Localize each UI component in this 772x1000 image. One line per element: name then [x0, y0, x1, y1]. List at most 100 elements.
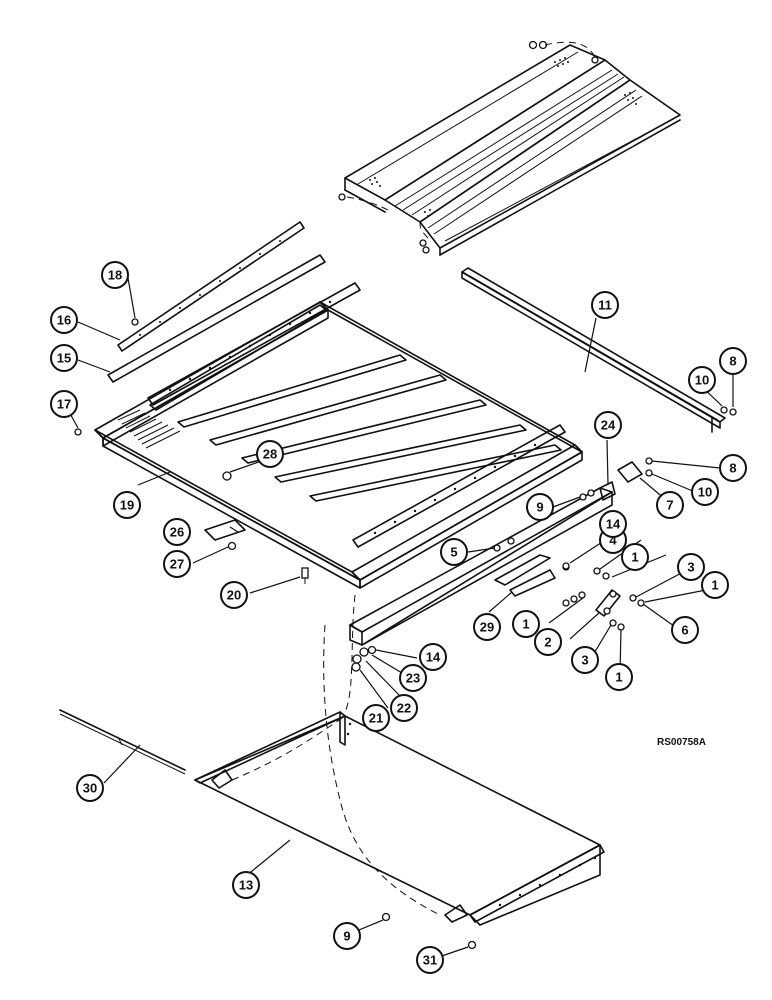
callout-label: 1: [711, 578, 718, 593]
callout-11: 11: [591, 291, 619, 319]
callout-label: 15: [57, 351, 71, 366]
callout-5: 5: [440, 538, 468, 566]
callout-label: 24: [601, 418, 616, 433]
callout-circle: [512, 610, 540, 638]
callout-circle: [220, 581, 248, 609]
callout-circle: [440, 538, 468, 566]
callout-9: 9: [333, 922, 361, 950]
callout-label: 29: [480, 620, 494, 635]
callout-label: 10: [695, 373, 709, 388]
callout-circle: [50, 390, 78, 418]
callout-label: 26: [170, 525, 184, 540]
callout-circle: [419, 643, 447, 671]
callout-circle: [473, 613, 501, 641]
callout-label: 9: [343, 929, 350, 944]
callout-label: 7: [666, 498, 673, 513]
callout-circle: [163, 518, 191, 546]
callout-14: 14: [599, 510, 627, 538]
callout-circle: [571, 646, 599, 674]
callout-29: 29: [473, 613, 501, 641]
callout-31: 31: [416, 946, 444, 974]
callout-28: 28: [256, 440, 284, 468]
callout-circle: [621, 543, 649, 571]
callout-group: 1111233456788991010111314141516171819202…: [50, 261, 747, 974]
callout-19: 19: [113, 491, 141, 519]
callout-23: 23: [399, 664, 427, 692]
callout-circle: [534, 628, 562, 656]
callout-20: 20: [220, 581, 248, 609]
callout-label: 3: [581, 653, 588, 668]
callout-circle: [688, 366, 716, 394]
callout-circle: [677, 553, 705, 581]
callout-circle: [113, 491, 141, 519]
callout-circle: [605, 663, 633, 691]
callout-label: 14: [606, 517, 621, 532]
callout-9: 9: [526, 493, 554, 521]
callout-circle: [416, 946, 444, 974]
callout-15: 15: [50, 344, 78, 372]
callout-circle: [671, 616, 699, 644]
callout-label: 22: [397, 701, 411, 716]
callout-circle: [362, 704, 390, 732]
leader-lines: [67, 277, 734, 961]
callout-label: 2: [544, 635, 551, 650]
callout-label: 28: [263, 447, 277, 462]
callout-circle: [101, 261, 129, 289]
callout-label: 20: [227, 588, 241, 603]
callout-8: 8: [719, 347, 747, 375]
angle-rail: [461, 267, 726, 433]
callout-circle: [333, 922, 361, 950]
small-hardware: [204, 519, 309, 584]
callout-circle: [656, 491, 684, 519]
callout-label: 8: [729, 461, 736, 476]
callout-label: 1: [615, 670, 622, 685]
callout-label: 5: [450, 545, 457, 560]
callout-label: 31: [423, 953, 437, 968]
callout-circle: [719, 454, 747, 482]
callout-label: 11: [598, 298, 612, 313]
callout-circle: [256, 440, 284, 468]
callout-circle: [50, 344, 78, 372]
bottom-pan: [194, 594, 605, 950]
callout-3: 3: [677, 553, 705, 581]
callout-circle: [399, 664, 427, 692]
seal-strips: [107, 221, 326, 383]
side-bracket-assembly: [349, 406, 737, 672]
callout-label: 9: [536, 500, 543, 515]
callout-label: 13: [239, 878, 253, 893]
callout-30: 30: [76, 774, 104, 802]
callout-label: 1: [631, 550, 638, 565]
callout-circle: [591, 291, 619, 319]
callout-label: 17: [57, 397, 71, 412]
rod: [59, 709, 186, 775]
callout-circle: [691, 478, 719, 506]
callout-label: 6: [681, 623, 688, 638]
callout-circle: [599, 510, 627, 538]
callout-1: 1: [621, 543, 649, 571]
callout-2: 2: [534, 628, 562, 656]
main-frame: [74, 282, 583, 589]
callout-label: 30: [83, 781, 97, 796]
callout-1: 1: [605, 663, 633, 691]
callout-6: 6: [671, 616, 699, 644]
callout-18: 18: [101, 261, 129, 289]
callout-circle: [163, 550, 191, 578]
drawing-reference: RS00758A: [657, 737, 706, 748]
callout-14: 14: [419, 643, 447, 671]
callout-label: 16: [57, 313, 71, 328]
callout-circle: [50, 306, 78, 334]
callout-circle: [390, 694, 418, 722]
callout-3: 3: [571, 646, 599, 674]
callout-label: 4: [609, 533, 617, 548]
callout-label: 14: [426, 650, 441, 665]
callout-1: 1: [701, 571, 729, 599]
callout-circle: [526, 493, 554, 521]
callout-16: 16: [50, 306, 78, 334]
callout-circle: [701, 571, 729, 599]
callout-circle: [719, 347, 747, 375]
callout-label: 27: [170, 557, 184, 572]
callout-label: 19: [120, 498, 134, 513]
callout-label: 18: [108, 268, 122, 283]
callout-label: 23: [406, 671, 420, 686]
